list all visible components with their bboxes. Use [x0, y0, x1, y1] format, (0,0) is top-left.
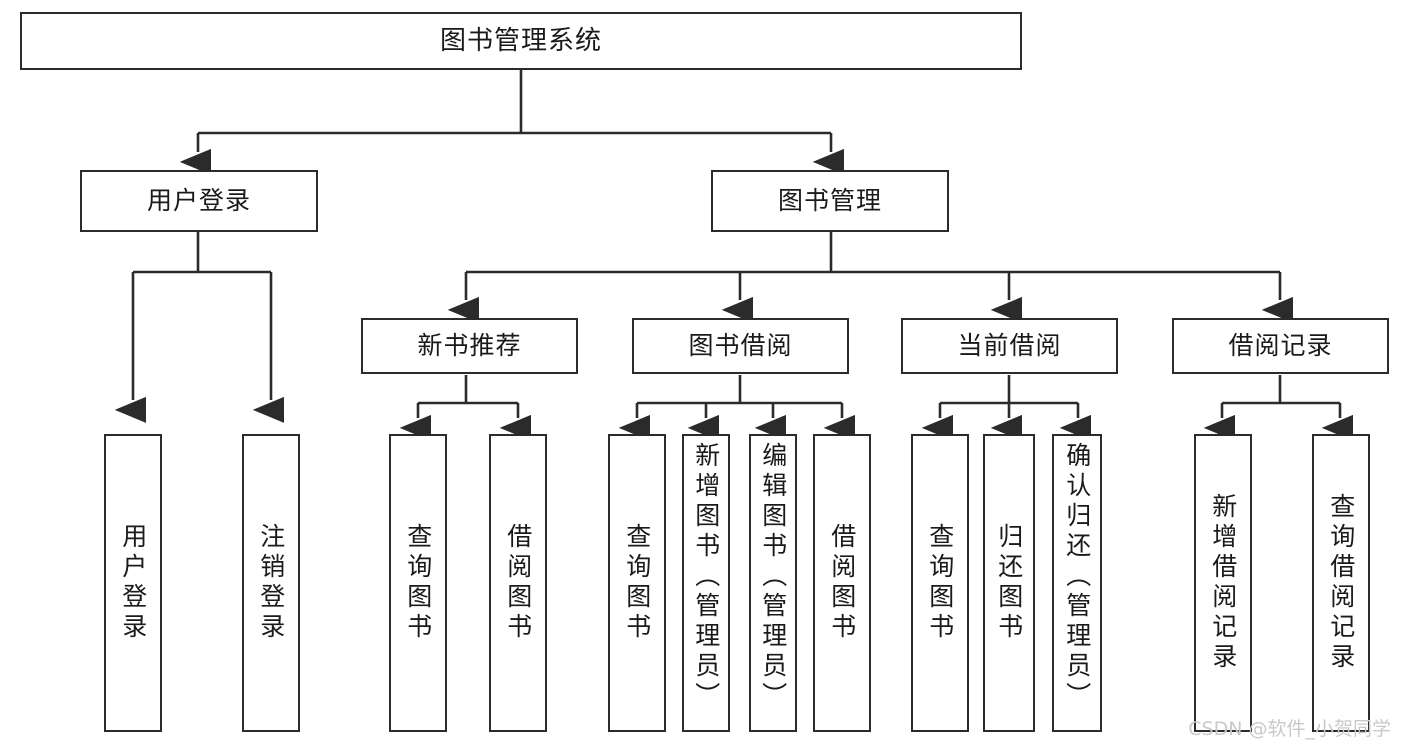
leaf-borrow-add-book-admin-label: 新增图书（管理员） — [691, 442, 721, 712]
node-new-book-recommend[interactable]: 新书推荐 — [361, 318, 578, 374]
node-book-management[interactable]: 图书管理 — [711, 170, 949, 232]
leaf-current-query-book[interactable]: 查询图书 — [911, 434, 969, 732]
leaf-user-login-login-label: 用户登录 — [118, 523, 148, 643]
leaf-record-query-record[interactable]: 查询借阅记录 — [1312, 434, 1370, 732]
node-book-borrow-label: 图书借阅 — [688, 331, 793, 361]
node-book-management-label: 图书管理 — [777, 186, 882, 216]
leaf-current-query-book-label: 查询图书 — [925, 523, 955, 643]
leaf-new-book-query-book-label: 查询图书 — [403, 523, 433, 643]
leaf-record-add-record[interactable]: 新增借阅记录 — [1194, 434, 1252, 732]
node-root-label: 图书管理系统 — [439, 25, 602, 56]
leaf-new-book-query-book[interactable]: 查询图书 — [389, 434, 447, 732]
leaf-user-login-logout[interactable]: 注销登录 — [242, 434, 300, 732]
leaf-new-book-borrow-book[interactable]: 借阅图书 — [489, 434, 547, 732]
leaf-new-book-borrow-book-label: 借阅图书 — [503, 523, 533, 643]
leaf-borrow-borrow-book[interactable]: 借阅图书 — [813, 434, 871, 732]
leaf-borrow-edit-book-admin[interactable]: 编辑图书（管理员） — [749, 434, 797, 732]
leaf-borrow-query-book[interactable]: 查询图书 — [608, 434, 666, 732]
node-borrow-record[interactable]: 借阅记录 — [1172, 318, 1389, 374]
leaf-user-login-logout-label: 注销登录 — [256, 523, 286, 643]
leaf-user-login-login[interactable]: 用户登录 — [104, 434, 162, 732]
node-current-borrow-label: 当前借阅 — [957, 331, 1062, 361]
leaf-borrow-edit-book-admin-label: 编辑图书（管理员） — [758, 442, 788, 712]
node-user-login[interactable]: 用户登录 — [80, 170, 318, 232]
node-new-book-recommend-label: 新书推荐 — [417, 331, 522, 361]
leaf-record-query-record-label: 查询借阅记录 — [1326, 493, 1356, 673]
csdn-watermark: CSDN @软件_小贺同学 — [1188, 718, 1391, 740]
leaf-current-return-book[interactable]: 归还图书 — [983, 434, 1035, 732]
leaf-current-confirm-return-admin[interactable]: 确认归还（管理员） — [1052, 434, 1102, 732]
node-current-borrow[interactable]: 当前借阅 — [901, 318, 1118, 374]
node-borrow-record-label: 借阅记录 — [1228, 331, 1333, 361]
node-user-login-label: 用户登录 — [146, 186, 251, 216]
leaf-current-confirm-return-admin-label: 确认归还（管理员） — [1062, 442, 1092, 712]
node-root-book-management-system[interactable]: 图书管理系统 — [20, 12, 1022, 70]
node-book-borrow[interactable]: 图书借阅 — [632, 318, 849, 374]
leaf-record-add-record-label: 新增借阅记录 — [1208, 493, 1238, 673]
leaf-current-return-book-label: 归还图书 — [994, 523, 1024, 643]
leaf-borrow-query-book-label: 查询图书 — [622, 523, 652, 643]
leaf-borrow-add-book-admin[interactable]: 新增图书（管理员） — [682, 434, 730, 732]
leaf-borrow-borrow-book-label: 借阅图书 — [827, 523, 857, 643]
